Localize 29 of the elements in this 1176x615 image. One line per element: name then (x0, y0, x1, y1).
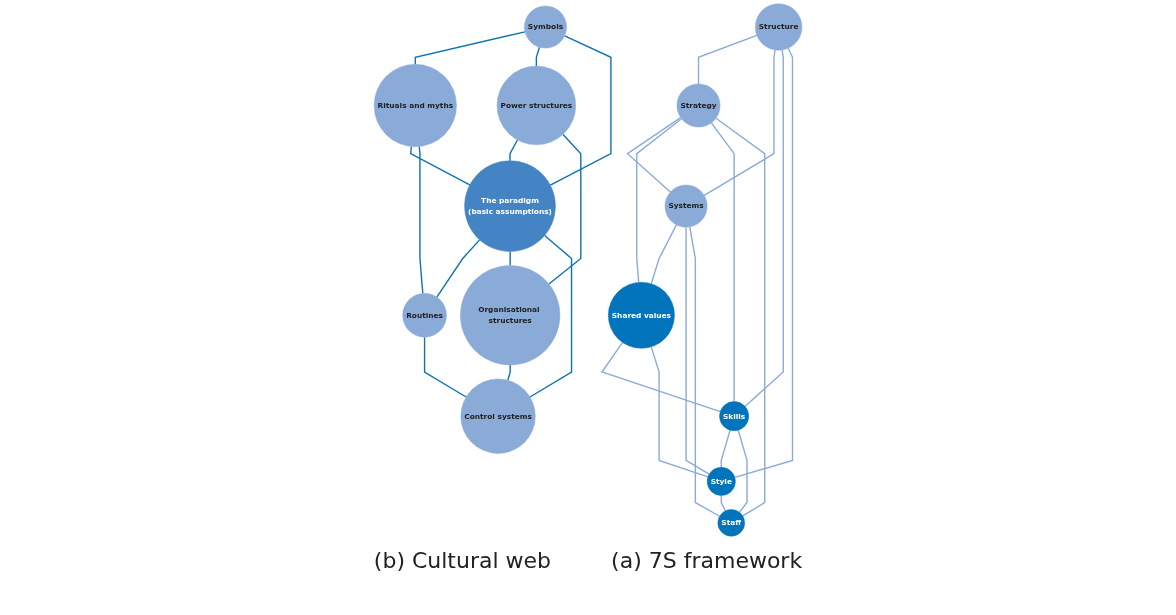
connector (737, 429, 748, 513)
connector (715, 117, 766, 517)
connector (418, 145, 424, 295)
connector (548, 133, 582, 285)
connector (710, 122, 735, 403)
connector (509, 139, 519, 162)
connector (436, 239, 481, 298)
connector (744, 49, 784, 408)
connector (549, 35, 612, 186)
connector (685, 226, 710, 475)
connector (423, 336, 467, 398)
connector (734, 47, 794, 479)
connector (535, 46, 541, 67)
connector (697, 34, 758, 85)
connector (720, 429, 731, 469)
connector (409, 145, 471, 186)
connector (689, 226, 721, 517)
connector (529, 234, 573, 398)
connector (626, 116, 682, 193)
connector (650, 346, 709, 478)
connector (600, 341, 721, 413)
connector (703, 49, 776, 196)
connector (650, 224, 678, 285)
figure-caption: (a) 7S framework (611, 548, 803, 573)
connector (509, 250, 511, 267)
figure-caption: (b) Cultural web (373, 548, 552, 573)
connector (636, 118, 683, 283)
connector (414, 31, 526, 65)
connector (507, 364, 511, 381)
